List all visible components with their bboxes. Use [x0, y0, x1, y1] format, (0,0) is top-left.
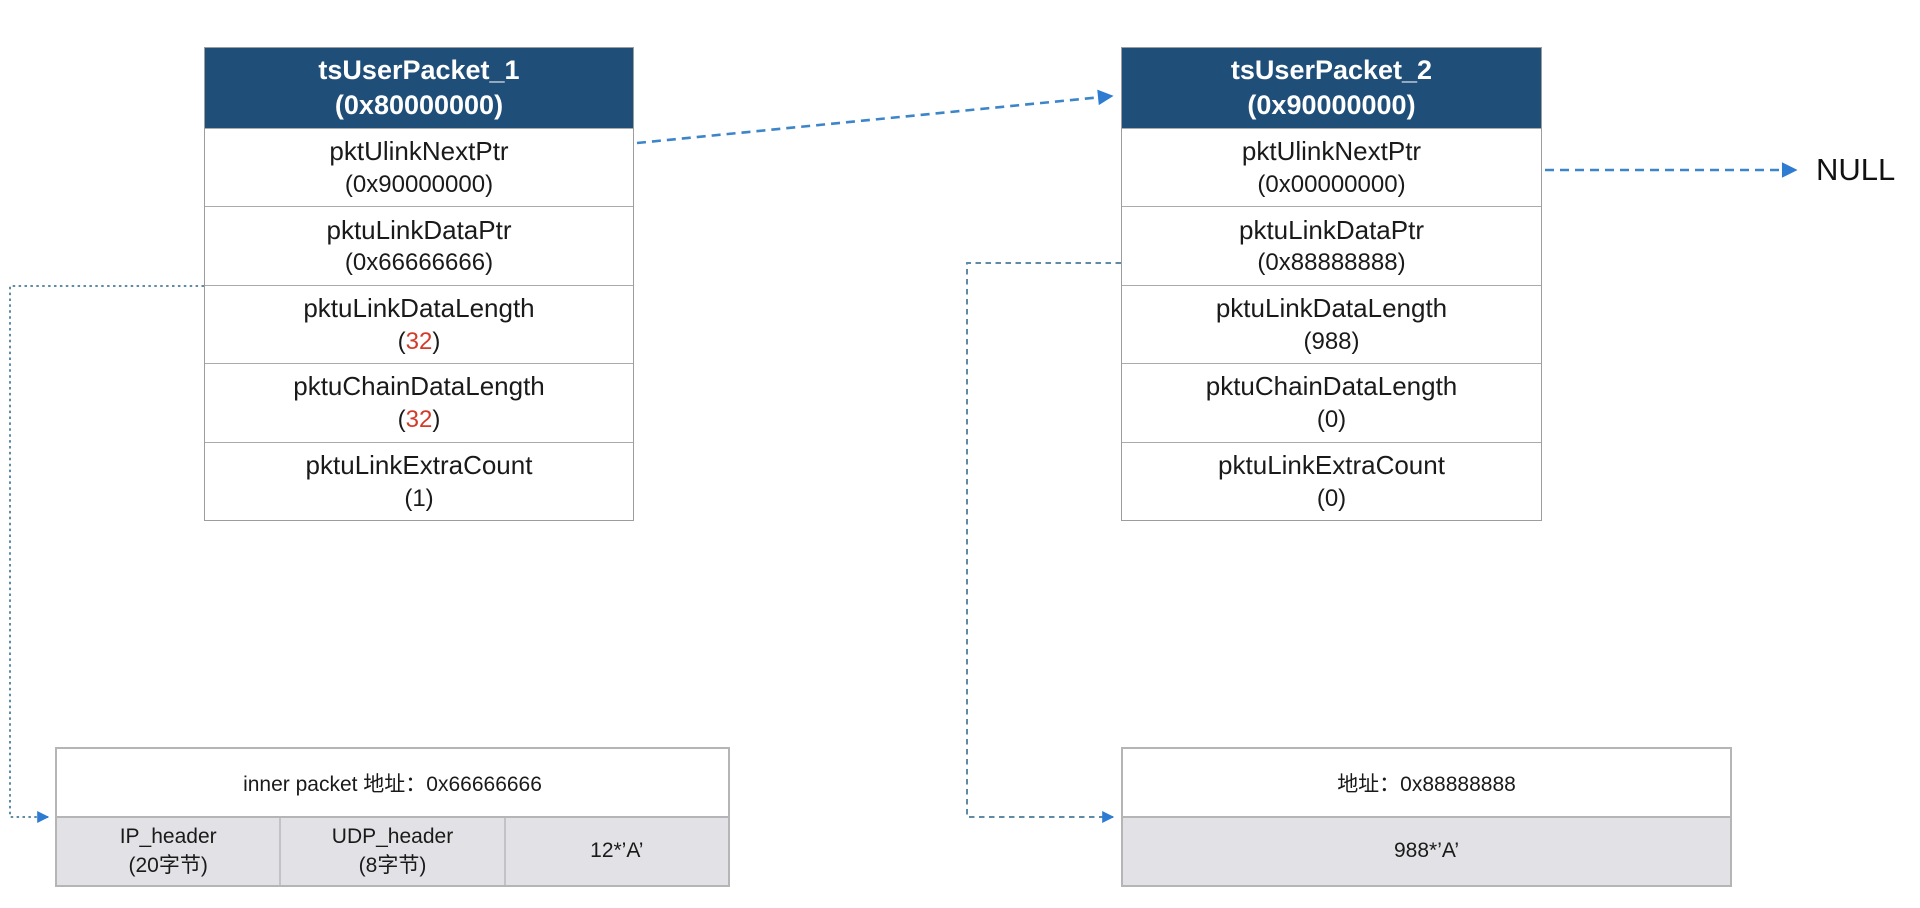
- packet-address: (0x80000000): [334, 90, 504, 120]
- packet-table-1: tsUserPacket_1 (0x80000000) pktUlinkNextPt…: [204, 47, 634, 521]
- field-value-close-paren: ): [1397, 171, 1406, 198]
- field-value-number: 0: [1324, 484, 1339, 512]
- data-ptr-arrow-pkt2-to-chain-buffer: [966, 262, 1121, 823]
- field-name: pktuLinkDataLength: [303, 293, 535, 324]
- field-name: pktuChainDataLength: [293, 371, 545, 402]
- field-row: pktuChainDataLength(0): [1122, 363, 1541, 441]
- buffer-cell: UDP_header (8字节): [279, 818, 503, 885]
- field-value: (0x88888888): [1257, 247, 1405, 278]
- buffer-cell-size: (8字节): [358, 853, 427, 877]
- field-value-close-paren: ): [425, 484, 434, 512]
- field-name: pktUlinkNextPtr: [329, 136, 509, 167]
- buffer-cell-label: UDP_header: [331, 825, 454, 849]
- field-row: pktUlinkNextPtr(0x90000000): [205, 128, 633, 206]
- field-value-open-paren: (: [344, 249, 353, 277]
- field-row: pktUlinkNextPtr(0x00000000): [1122, 128, 1541, 206]
- field-value-close-paren: ): [432, 327, 441, 355]
- field-value-close-paren: ): [1338, 484, 1347, 512]
- chain-data-buffer-table: 地址：0x88888888 988*’A’: [1121, 747, 1732, 887]
- field-row: pktuLinkExtraCount (1): [205, 441, 633, 520]
- field-value-number: 0x66666666: [352, 249, 486, 277]
- field-name: pktuLinkDataPtr: [1239, 214, 1424, 245]
- buffer-cell-label: 12*’A’: [590, 839, 644, 863]
- buffer-body-row: 988*’A’: [1123, 816, 1730, 885]
- field-name: pktuLinkDataLength: [1215, 293, 1448, 324]
- buffer-cell: 12*’A’: [503, 818, 728, 885]
- field-value-number: 0x00000000: [1265, 171, 1398, 198]
- field-value: (0x66666666): [345, 247, 493, 278]
- field-value-open-paren: (: [1303, 327, 1312, 355]
- field-value: (0x90000000): [345, 169, 493, 200]
- field-value-open-paren: (: [397, 327, 406, 355]
- packet-title: tsUserPacket_2: [1230, 54, 1433, 85]
- field-value-number: 0x88888888: [1265, 249, 1398, 277]
- buffer-cell: IP_header (20字节): [57, 818, 279, 885]
- field-value: (0): [1317, 483, 1346, 514]
- field-value: (1): [404, 483, 433, 514]
- field-value-close-paren: ): [1351, 327, 1360, 355]
- field-value-number: 1: [412, 484, 426, 512]
- field-value-open-paren: (: [1257, 171, 1266, 198]
- field-name: pktuLinkExtraCount: [1218, 449, 1445, 480]
- buffer-cell-label: 988*’A’: [1394, 839, 1459, 863]
- field-value-open-paren: (: [1316, 406, 1325, 434]
- buffer-address-header: inner packet 地址：0x66666666: [57, 749, 728, 816]
- field-value: (32): [398, 404, 441, 435]
- field-value: (0x00000000): [1257, 169, 1405, 200]
- null-label: NULL: [1816, 152, 1896, 187]
- field-value-number: 988: [1311, 327, 1352, 355]
- buffer-cell: 988*’A’: [1123, 818, 1730, 885]
- field-value-number: 0x90000000: [352, 171, 486, 198]
- field-name: pktUlinkNextPtr: [1241, 136, 1422, 167]
- field-name: pktuChainDataLength: [1205, 371, 1458, 402]
- field-row: pktuChainDataLength(32): [205, 363, 633, 441]
- buffer-cell-label: IP_header: [119, 825, 217, 849]
- field-row: pktuLinkDataPtr(0x88888888): [1122, 206, 1541, 284]
- buffer-address-header: 地址：0x88888888: [1123, 749, 1730, 816]
- field-value-open-paren: (: [344, 171, 353, 198]
- buffer-body-row: IP_header (20字节) UDP_header (8字节) 12*’A’: [57, 816, 728, 885]
- field-value-open-paren: (: [397, 406, 406, 434]
- buffer-cell-size: (20字节): [128, 853, 208, 877]
- field-value-open-paren: (: [404, 484, 413, 512]
- packet-title: tsUserPacket_1: [318, 54, 520, 85]
- field-value: (0): [1317, 404, 1346, 435]
- field-value: (32): [398, 326, 441, 357]
- field-name: pktuLinkDataPtr: [326, 214, 512, 245]
- packet-header: tsUserPacket_2 (0x90000000): [1122, 48, 1541, 128]
- packet-address: (0x90000000): [1247, 90, 1416, 120]
- packet-table-2: tsUserPacket_2 (0x90000000) pktUlinkNextPt…: [1121, 47, 1542, 521]
- field-value: (988): [1303, 326, 1359, 357]
- field-value-number: 32: [405, 327, 433, 355]
- data-ptr-arrow-pkt1-to-inner-packet-buffer: [9, 285, 204, 823]
- field-value-number: 0: [1324, 406, 1339, 434]
- packet-header: tsUserPacket_1 (0x80000000): [205, 48, 633, 128]
- field-value-close-paren: ): [1338, 406, 1347, 434]
- field-row: pktuLinkDataLength(32): [205, 284, 633, 363]
- pointer-arrow-pkt1-to-pkt2: [636, 89, 1114, 145]
- field-value-close-paren: ): [485, 171, 494, 198]
- field-value-close-paren: ): [432, 406, 441, 434]
- field-value-open-paren: (: [1257, 249, 1266, 277]
- field-row: pktuLinkExtraCount (0): [1122, 441, 1541, 520]
- field-row: pktuLinkDataPtr(0x66666666): [205, 206, 633, 284]
- field-value-open-paren: (: [1316, 484, 1325, 512]
- field-row: pktuLinkDataLength(988): [1122, 284, 1541, 363]
- field-name: pktuLinkExtraCount: [305, 449, 533, 480]
- field-value-close-paren: ): [485, 249, 494, 277]
- field-value-number: 32: [405, 406, 433, 434]
- field-value-close-paren: ): [1397, 249, 1406, 277]
